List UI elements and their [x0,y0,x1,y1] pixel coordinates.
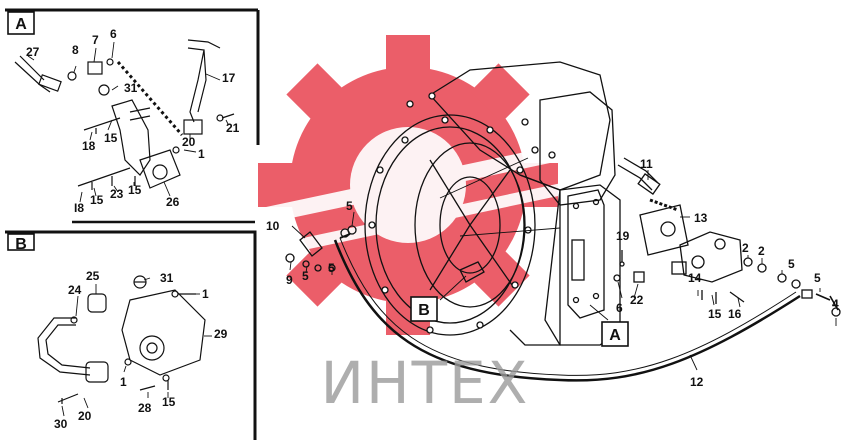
main-labels: 11 5 13 10 19 2 2 9 5 5 14 5 5 6 22 4 15… [266,157,839,389]
label-m-5b: 5 [302,269,309,283]
callout-a: A [601,321,629,347]
label-a-21: 21 [226,121,240,135]
label-a-26: 26 [166,195,180,209]
label-b-31: 31 [160,271,174,285]
label-a-31: 31 [124,81,138,95]
label-a-i8: I8 [74,201,84,215]
label-m-15: 15 [708,307,722,321]
transmission-housing [333,61,801,382]
label-b-20: 20 [78,409,92,423]
panel-a-letter: A [15,16,27,33]
bolt-19-6-22 [613,250,645,283]
watermark-text: ИНТЕХ [321,349,530,417]
label-a-7: 7 [92,33,99,47]
label-m-22: 22 [630,293,644,307]
label-a-23: 23 [110,187,124,201]
part-13-flange [639,204,689,256]
label-a-15c: 15 [128,183,142,197]
label-a-20: 20 [182,135,196,149]
label-m-19: 19 [616,229,630,243]
label-m-5a: 5 [346,199,353,213]
part-11-pipe [617,157,679,212]
label-m-16: 16 [728,307,742,321]
label-b-1a: 1 [202,287,209,301]
label-m-2b: 2 [758,244,765,258]
fittings-2-4-5 [743,257,841,317]
detail-panel-a: A [5,8,260,224]
label-a-27: 27 [26,45,40,59]
part-14-valve-body [671,231,745,304]
label-b-29: 29 [214,327,228,341]
panel-b-letter: B [15,236,27,253]
callout-b: B [410,296,438,322]
label-a-6: 6 [110,27,117,41]
label-a-8: 8 [72,43,79,57]
label-m-10: 10 [266,219,280,233]
label-b-1b: 1 [120,375,127,389]
label-b-15: 15 [162,395,176,409]
label-b-28: 28 [138,401,152,415]
callout-b-letter: B [418,302,430,319]
leader-lines [289,157,837,371]
watermark-gear-logo [258,35,564,335]
callout-a-letter: A [609,327,621,344]
label-m-11: 11 [640,157,653,171]
label-m-5d: 5 [788,257,795,271]
label-b-25: 25 [86,269,100,283]
label-a-15a: 15 [104,131,118,145]
detail-panel-b: B 25 24 31 1 29 [5,230,257,440]
label-m-5c: 5 [328,261,335,275]
label-b-30: 30 [54,417,68,431]
label-m-6: 6 [616,301,623,315]
label-m-2a: 2 [742,241,749,255]
label-m-9: 9 [286,273,293,287]
label-a-18: 18 [82,139,96,153]
label-b-24: 24 [68,283,82,297]
label-m-5e: 5 [814,271,821,285]
label-a-15b: 15 [90,193,104,207]
label-m-12: 12 [690,375,704,389]
label-a-17: 17 [222,71,236,85]
label-m-14: 14 [688,271,702,285]
label-m-13: 13 [694,211,708,225]
label-a-1: 1 [198,147,205,161]
label-m-4: 4 [832,297,839,311]
